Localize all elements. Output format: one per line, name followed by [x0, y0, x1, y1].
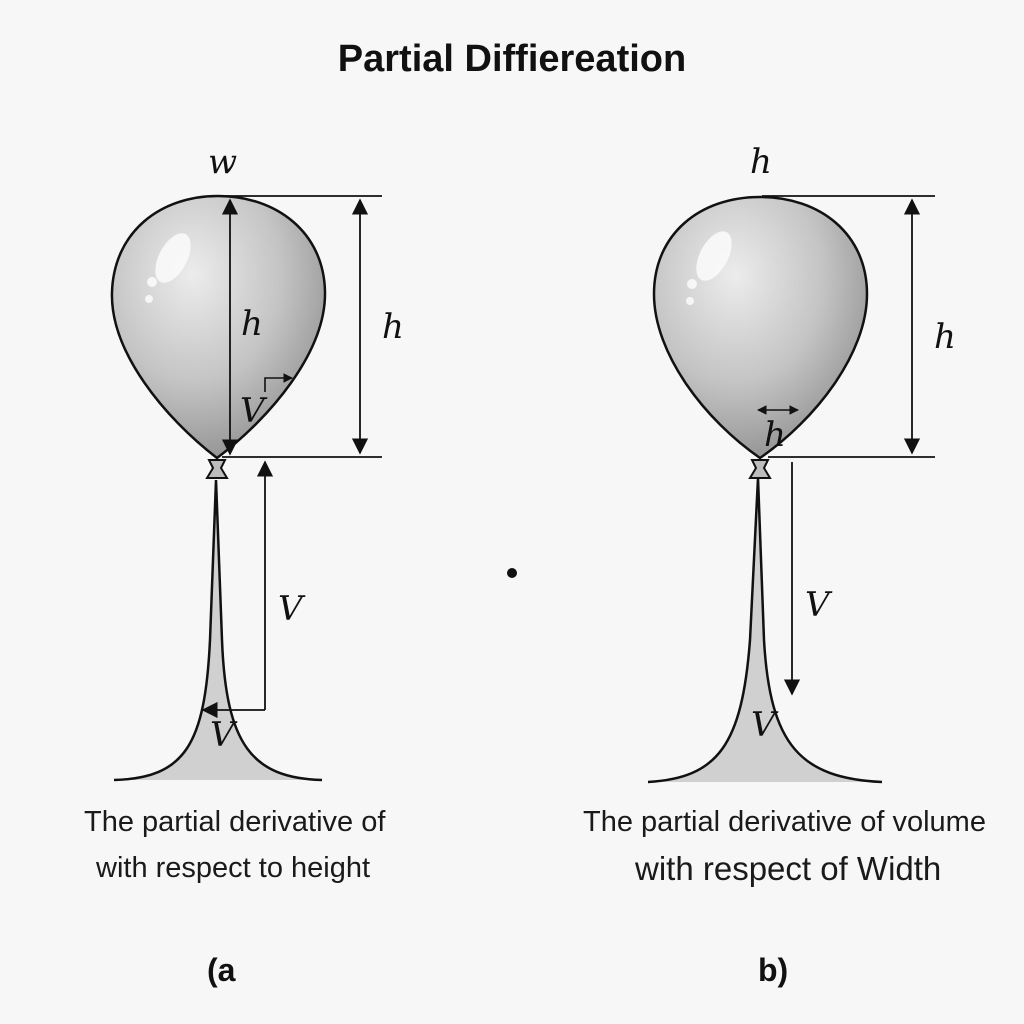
balloon-a-body — [110, 194, 327, 460]
balloon-b-highlight-dot — [686, 297, 694, 305]
balloon-b-highlight-dot — [687, 279, 697, 289]
panel-b-label-top: h — [750, 142, 772, 182]
panel-a-label-h-inside: h — [241, 304, 263, 344]
panel-b: h h h V V — [647, 142, 956, 784]
panel-a-label-v-string: V — [278, 589, 306, 629]
balloon-b-base — [648, 478, 882, 782]
panel-a-label-v-base: V — [210, 715, 238, 755]
panel-b-caption-line2: with respect of Width — [635, 850, 942, 887]
panel-b-label-h-outside: h — [934, 317, 956, 357]
panel-a-label-top: w — [208, 142, 237, 182]
volume-corner-arrow — [264, 373, 293, 392]
panel-b-label-v-string: V — [805, 585, 833, 625]
center-dot — [507, 568, 517, 578]
balloon-a-highlight — [155, 233, 191, 283]
panel-a-caption-line2: with respect to height — [96, 852, 371, 884]
panel-b-label-v-base: V — [751, 705, 779, 745]
balloon-b-highlight — [696, 231, 732, 281]
panel-b-caption-line1: The partial derivative of volume — [583, 806, 986, 838]
panel-a-label-v-inside: V — [240, 391, 268, 431]
panel-a: w h h V V V — [110, 142, 404, 782]
diagram-title: Partial Diffiereation — [337, 38, 687, 80]
balloon-a-base-outline — [113, 479, 323, 782]
balloon-b-knot — [748, 459, 772, 479]
balloon-a-base — [114, 480, 322, 780]
panel-b-label: b) — [758, 952, 789, 988]
panel-a-label-h-outside: h — [382, 307, 404, 347]
balloon-b-body — [652, 195, 869, 460]
panel-a-caption-line1: The partial derivative of — [84, 806, 386, 838]
balloon-b-base-outline — [647, 477, 883, 784]
panel-b-label-h-inside: h — [764, 415, 786, 455]
balloon-a-knot — [205, 459, 229, 479]
balloon-a-highlight-dot — [145, 295, 153, 303]
panel-a-label: (a — [207, 952, 236, 988]
balloon-a-highlight-dot — [147, 277, 157, 287]
